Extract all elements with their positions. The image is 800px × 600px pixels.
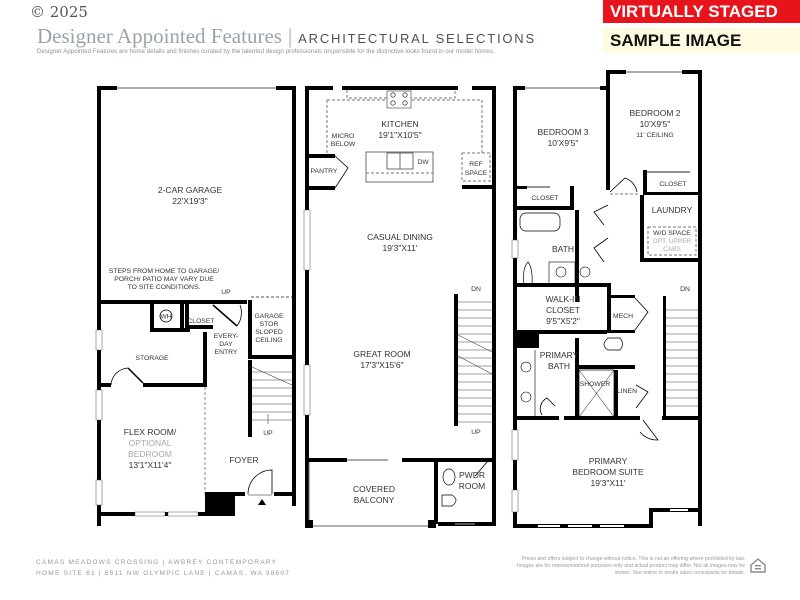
svg-text:DN: DN [680, 286, 690, 293]
sample-image-badge: SAMPLE IMAGE [603, 28, 800, 53]
svg-text:BEDROOM SUITE: BEDROOM SUITE [572, 467, 644, 477]
svg-text:WH: WH [160, 314, 171, 321]
svg-text:PANTRY: PANTRY [311, 168, 338, 175]
main-floor-plan [303, 86, 496, 528]
svg-text:KITCHEN: KITCHEN [381, 119, 418, 129]
copyright-text: © 2025 [30, 3, 88, 21]
svg-text:19'3"X11': 19'3"X11' [591, 478, 626, 488]
svg-text:FLEX ROOM/: FLEX ROOM/ [124, 427, 177, 437]
brand-title-text: Designer Appointed Features [37, 24, 282, 48]
svg-text:STEPS FROM HOME TO GARAGE/: STEPS FROM HOME TO GARAGE/ [109, 268, 220, 275]
main-floor-labels: KITCHEN 19'1"X10'5" MICRO BELOW DW REF S… [311, 119, 488, 505]
svg-text:CLOSET: CLOSET [187, 318, 214, 325]
svg-text:OPT. UPPER: OPT. UPPER [653, 238, 692, 245]
svg-text:19'3"X11': 19'3"X11' [383, 243, 418, 253]
virtually-staged-badge: VIRTUALLY STAGED [603, 0, 800, 23]
svg-text:BEDROOM: BEDROOM [128, 449, 172, 459]
svg-text:PRIMARY: PRIMARY [589, 456, 628, 466]
svg-text:LINEN: LINEN [617, 388, 637, 395]
equal-housing-opportunity-icon [750, 558, 766, 573]
svg-text:17'3"X15'6": 17'3"X15'6" [360, 360, 403, 370]
svg-text:UP: UP [263, 430, 273, 437]
svg-text:22'X19'3": 22'X19'3" [172, 196, 208, 206]
svg-text:REF: REF [469, 161, 483, 168]
svg-text:GARAGE: GARAGE [254, 313, 284, 320]
svg-text:UP: UP [471, 429, 481, 436]
svg-text:CASUAL DINING: CASUAL DINING [367, 232, 433, 242]
svg-text:CLOSET: CLOSET [659, 181, 686, 188]
svg-text:CEILING: CEILING [255, 337, 282, 344]
svg-text:SLOPED: SLOPED [255, 329, 283, 336]
footer-community: CAMAS MEADOWS CROSSING | AWBREY CONTEMPO… [36, 557, 290, 579]
svg-text:BATH: BATH [548, 361, 570, 371]
svg-text:DW: DW [417, 159, 429, 166]
svg-text:BELOW: BELOW [331, 141, 356, 148]
svg-text:BEDROOM 3: BEDROOM 3 [537, 127, 588, 137]
brand-title: Designer Appointed Features| ARCHITECTURA… [37, 24, 536, 49]
svg-text:CLOSET: CLOSET [546, 305, 580, 315]
svg-text:WALK-IN: WALK-IN [545, 294, 580, 304]
svg-text:PWDR: PWDR [459, 470, 485, 480]
svg-text:BATH: BATH [552, 244, 574, 254]
svg-text:2-CAR GARAGE: 2-CAR GARAGE [158, 185, 223, 195]
lower-floor-plan [95, 86, 296, 526]
svg-text:DN: DN [471, 286, 481, 293]
svg-text:CABS: CABS [663, 246, 681, 253]
svg-text:OPTIONAL: OPTIONAL [129, 438, 172, 448]
svg-text:10'X9'5": 10'X9'5" [548, 138, 579, 148]
svg-text:W/D SPACE: W/D SPACE [653, 230, 691, 237]
svg-text:DAY: DAY [219, 341, 233, 348]
svg-text:CLOSET: CLOSET [531, 195, 558, 202]
svg-text:STORAGE: STORAGE [135, 355, 169, 362]
upper-floor-plan [511, 70, 702, 528]
title-divider: | [287, 24, 293, 48]
svg-text:BALCONY: BALCONY [354, 495, 395, 505]
svg-text:GREAT ROOM: GREAT ROOM [353, 349, 410, 359]
upper-floor-labels: BEDROOM 3 10'X9'5" BEDROOM 2 10'X9'5" 11… [531, 108, 692, 488]
brand-subtitle: ARCHITECTURAL SELECTIONS [298, 31, 536, 46]
svg-text:TO SITE CONDITIONS.: TO SITE CONDITIONS. [128, 284, 201, 291]
svg-text:13'1"X11'4": 13'1"X11'4" [129, 460, 172, 470]
svg-text:SPACE: SPACE [465, 170, 488, 177]
svg-text:EVERY-: EVERY- [214, 333, 239, 340]
svg-text:9'5"X5'2": 9'5"X5'2" [546, 316, 580, 326]
svg-text:MICRO: MICRO [332, 133, 355, 140]
svg-text:ROOM: ROOM [459, 481, 485, 491]
svg-text:LAUNDRY: LAUNDRY [652, 205, 693, 215]
svg-text:11' CEILING: 11' CEILING [636, 132, 673, 139]
svg-text:10'X9'5": 10'X9'5" [640, 119, 671, 129]
svg-text:FOYER: FOYER [229, 455, 258, 465]
svg-text:PRIMARY: PRIMARY [540, 350, 579, 360]
lower-floor-labels: 2-CAR GARAGE 22'X19'3" STEPS FROM HOME T… [109, 185, 284, 470]
svg-text:BEDROOM 2: BEDROOM 2 [629, 108, 680, 118]
community-line: CAMAS MEADOWS CROSSING | AWBREY CONTEMPO… [36, 559, 278, 566]
disclaimer: Prices and offers subject to change with… [517, 556, 745, 576]
svg-text:19'1"X10'5": 19'1"X10'5" [378, 130, 421, 140]
svg-text:COVERED: COVERED [353, 484, 395, 494]
svg-text:MECH: MECH [613, 313, 633, 320]
tagline: Designer Appointed Features are home det… [37, 48, 495, 55]
svg-text:STOR: STOR [260, 321, 279, 328]
svg-text:UP: UP [221, 289, 231, 296]
svg-text:PORCH/ PATIO MAY VARY DUE: PORCH/ PATIO MAY VARY DUE [114, 276, 214, 283]
svg-text:SHOWER: SHOWER [580, 381, 611, 388]
address-line: HOME SITE 61 | 6511 NW OLYMPIC LANE | CA… [36, 570, 291, 577]
svg-text:ENTRY: ENTRY [215, 349, 238, 356]
